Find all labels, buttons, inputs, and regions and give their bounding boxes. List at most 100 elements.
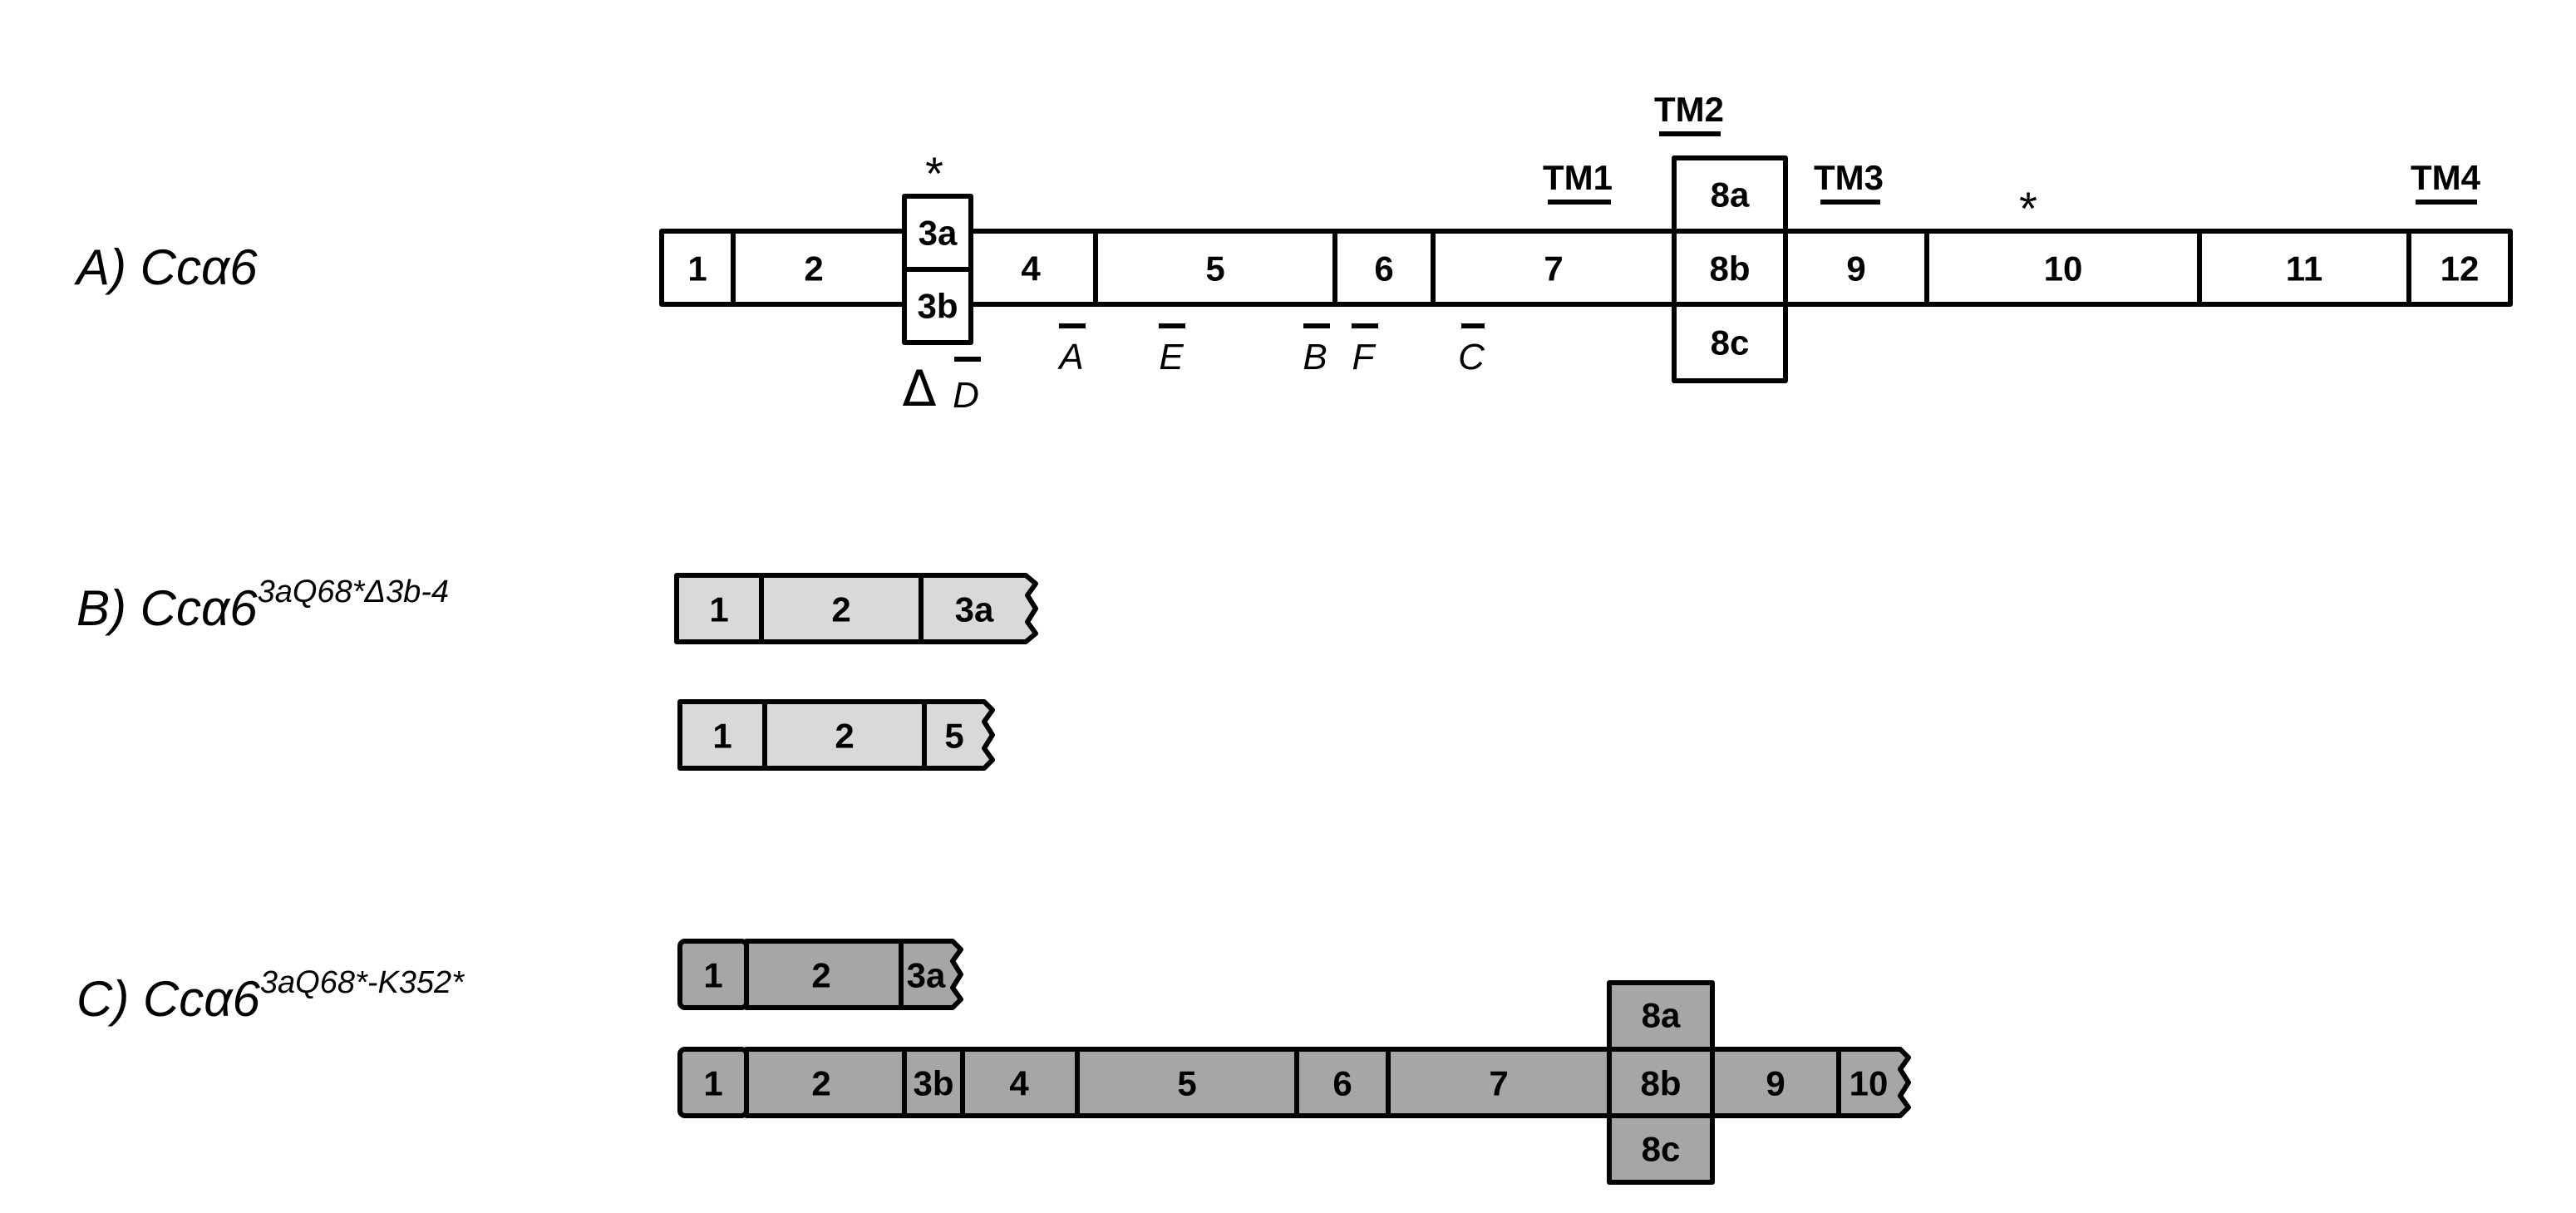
svg-text:8a: 8a [1642,996,1681,1035]
svg-text:2: 2 [811,956,830,995]
primer-c: C [1458,323,1485,377]
svg-text:3b: 3b [917,287,958,326]
svg-text:2: 2 [835,717,854,756]
exon-1: 1 [659,229,736,307]
asterisk-exon-3a: * [925,147,943,200]
svg-text:5: 5 [944,717,963,756]
svg-text:F: F [1352,337,1377,377]
exon-8a: 8a [1607,980,1715,1052]
svg-text:TM4: TM4 [2411,158,2481,197]
tm1-marker: TM1 [1543,158,1613,205]
svg-text:2: 2 [804,249,823,288]
exon-9: 9 [1710,1047,1841,1118]
svg-text:3a: 3a [919,214,958,253]
svg-text:12: 12 [2441,249,2480,288]
primer-d: D [953,357,981,416]
svg-text:A: A [1057,337,1083,377]
svg-text:8c: 8c [1711,323,1750,362]
svg-text:8b: 8b [1709,249,1750,288]
svg-text:3b: 3b [913,1064,953,1103]
primer-b: B [1303,323,1330,377]
svg-text:7: 7 [1544,249,1563,288]
panel-b-superscript: 3aQ68*Δ3b-4 [258,574,449,609]
svg-text:8b: 8b [1640,1064,1681,1103]
svg-text:6: 6 [1332,1064,1352,1103]
exon-2: 2 [759,573,924,644]
svg-text:3a: 3a [955,590,994,629]
asterisk-exon-10: * [2019,182,2037,234]
svg-text:3a: 3a [907,956,946,995]
exon-8c: 8c [1672,302,1788,383]
svg-text:7: 7 [1489,1064,1508,1103]
svg-text:C: C [1458,337,1485,377]
svg-text:1: 1 [709,590,728,629]
svg-text:6: 6 [1374,249,1393,288]
svg-text:1: 1 [703,1064,722,1103]
svg-text:5: 5 [1205,249,1224,288]
tm2-marker: TM2 [1654,90,1724,136]
gene-c-transcript-2: 1 2 3b 4 5 6 7 8a [677,980,1911,1185]
svg-text:TM2: TM2 [1654,90,1724,129]
exon-8a: 8a [1672,155,1788,234]
exon-2: 2 [744,1047,907,1118]
svg-text:2: 2 [811,1064,830,1103]
svg-text:4: 4 [1021,249,1041,288]
svg-text:5: 5 [1177,1064,1196,1103]
exon-5: 5 [1075,1047,1299,1118]
exon-3a: 3a [902,194,973,272]
exon-12: 12 [2406,229,2513,307]
svg-text:2: 2 [831,590,850,629]
primer-f: F [1352,323,1378,377]
svg-text:TM3: TM3 [1814,158,1884,197]
svg-text:E: E [1159,337,1184,377]
exon-3b: 3b [902,267,973,345]
exon-3a-truncated: 3a [899,939,963,1010]
tm3-marker: TM3 [1814,158,1884,205]
exon-8c: 8c [1607,1113,1715,1185]
exon-1: 1 [674,573,764,644]
gene-a: 1 2 3a 3b 4 5 6 7 [659,90,2513,418]
exon-3a-truncated: 3a [919,573,1038,644]
exon-7: 7 [1431,229,1677,307]
exon-10: 10 [1924,229,2202,307]
panel-c-label: C) Ccα63aQ68*-K352* [76,965,465,1027]
exon-8b: 8b [1672,229,1788,307]
svg-text:10: 10 [2044,249,2083,288]
svg-text:1: 1 [703,956,722,995]
exon-8b: 8b [1607,1047,1715,1118]
svg-text:8a: 8a [1711,175,1750,214]
panel-c-superscript: 3aQ68*-K352* [260,965,465,1000]
svg-text:8c: 8c [1642,1130,1681,1169]
svg-text:4: 4 [1009,1064,1029,1103]
svg-text:9: 9 [1766,1064,1785,1103]
panel-a-label: A) Ccα6 [74,239,258,295]
exon-3b: 3b [902,1047,965,1118]
panel-b-label: B) Ccα63aQ68*Δ3b-4 [76,574,449,636]
gene-c-transcript-1: 1 2 3a [677,939,963,1010]
svg-text:D: D [953,375,979,416]
primer-a: A [1057,323,1086,377]
delta-symbol: Δ [902,360,936,418]
svg-text:11: 11 [2286,249,2322,288]
svg-text:B: B [1303,337,1327,377]
exon-2: 2 [731,229,907,307]
exon-10-truncated: 10 [1836,1047,1911,1118]
exon-1: 1 [677,1047,749,1118]
exon-7: 7 [1386,1047,1612,1118]
exon-6: 6 [1332,229,1436,307]
svg-text:1: 1 [687,249,707,288]
exon-1: 1 [677,939,749,1010]
exon-9: 9 [1783,229,1929,307]
gene-b-transcript-2: 1 2 5 [677,699,995,771]
exon-5: 5 [1093,229,1337,307]
svg-text:1: 1 [712,717,731,756]
tm4-marker: TM4 [2411,158,2481,205]
exon-11: 11 [2197,229,2411,307]
exon-6: 6 [1294,1047,1391,1118]
svg-text:9: 9 [1846,249,1865,288]
exon-4: 4 [960,1047,1080,1118]
svg-text:TM1: TM1 [1543,158,1613,197]
exon-2: 2 [762,699,927,771]
exon-5-truncated: 5 [922,699,995,771]
